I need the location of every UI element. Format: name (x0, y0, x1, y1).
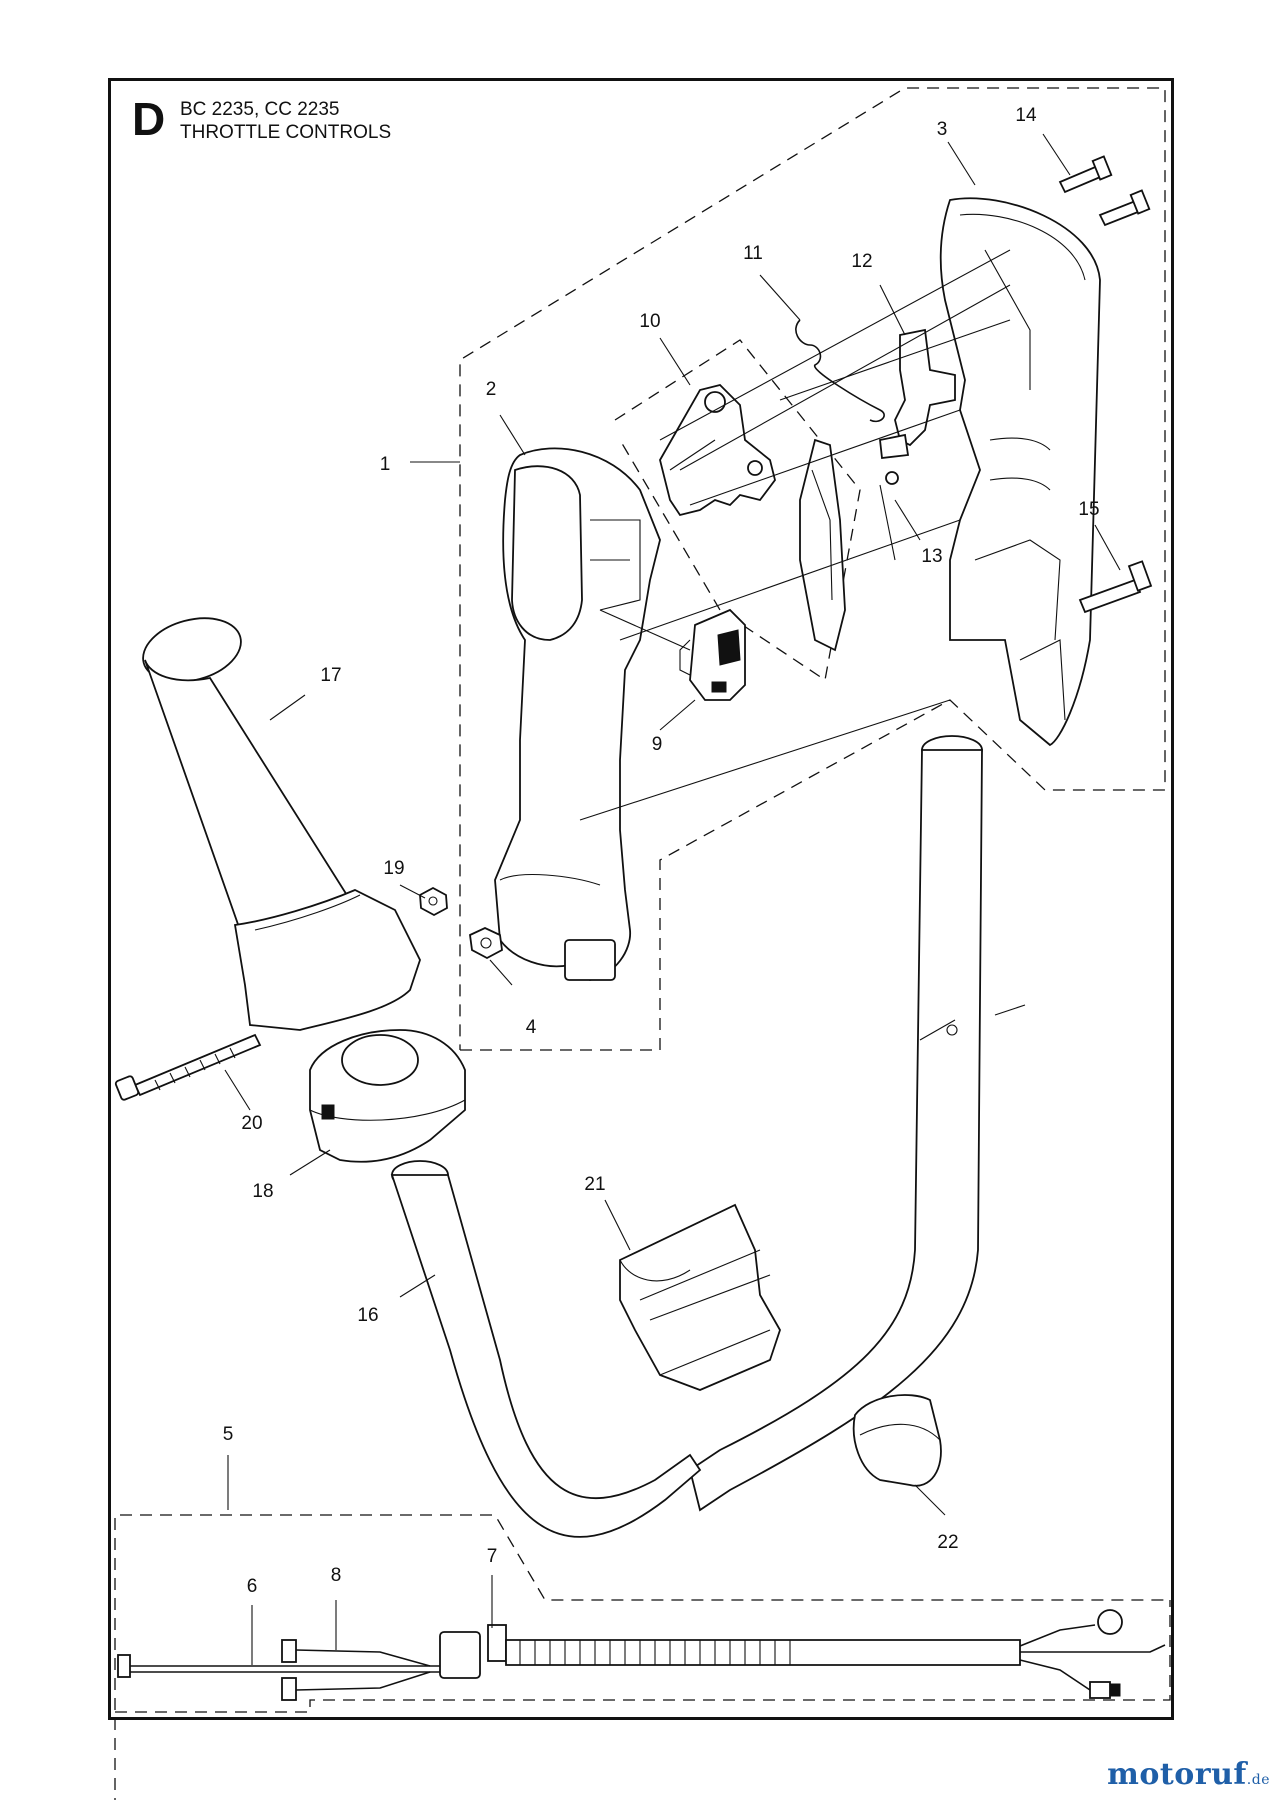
section-title: BC 2235, CC 2235 THROTTLE CONTROLS (180, 98, 391, 144)
model-line: BC 2235, CC 2235 (180, 99, 340, 120)
part-19-nut (419, 886, 448, 917)
group-outline-cable-lower (115, 1600, 1171, 1713)
callout-8: 8 (330, 1565, 342, 1586)
callout-22: 22 (937, 1532, 959, 1553)
callout-19: 19 (383, 858, 405, 879)
callout-18: 18 (252, 1181, 274, 1202)
part-17-grip (142, 617, 421, 1031)
callout-2: 2 (485, 379, 497, 400)
callout-14: 14 (1015, 105, 1037, 126)
section-letter: D (132, 93, 166, 145)
part-16-loop-tube (390, 735, 983, 1538)
group-outline-cable (114, 1514, 1170, 1800)
part-11-spring (795, 319, 885, 423)
callout-6: 6 (246, 1576, 258, 1597)
diagram-frame (108, 78, 1174, 1720)
callout-3: 3 (936, 119, 948, 140)
callout-11: 11 (743, 243, 763, 264)
callout-20: 20 (241, 1113, 263, 1134)
part-9-stop-switch (679, 608, 746, 701)
callout-1: 1 (379, 454, 391, 475)
watermark-suffix: .de (1246, 1772, 1270, 1788)
part-13-small-spring (879, 471, 899, 561)
callout-4: 4 (525, 1017, 537, 1038)
callout-10: 10 (639, 311, 661, 332)
callout-12: 12 (851, 251, 873, 272)
callout-17: 17 (320, 665, 342, 686)
part-3-handle-half-right (939, 197, 1101, 747)
part-20-bolt (114, 1033, 262, 1101)
callout-13: 13 (921, 546, 943, 567)
watermark-brand: motoruf (1107, 1757, 1247, 1792)
part-12-lockout-lever (879, 328, 956, 459)
part-21-bracket (619, 1203, 781, 1391)
part-14-screw-pair (1058, 155, 1151, 227)
callout-15: 15 (1078, 499, 1100, 520)
part-18-clamp (309, 1029, 466, 1163)
part-22-clip (852, 1394, 942, 1487)
part-15-screw (1078, 560, 1153, 614)
assembly-lines (579, 249, 1011, 821)
callout-21: 21 (584, 1174, 606, 1195)
part-2-handle-half-left (494, 447, 661, 981)
callout-16: 16 (357, 1305, 379, 1326)
callout-7: 7 (486, 1546, 498, 1567)
leader-lines (224, 133, 1121, 1665)
part-4-nut (469, 927, 503, 960)
callout-5: 5 (222, 1424, 234, 1445)
page-title: THROTTLE CONTROLS (180, 122, 392, 143)
part-5-throttle-cable (117, 1609, 1166, 1701)
group-outline-throttle (614, 339, 861, 682)
site-watermark: motoruf.de (1107, 1757, 1270, 1792)
callout-9: 9 (651, 734, 663, 755)
throttle-lever (799, 438, 846, 652)
